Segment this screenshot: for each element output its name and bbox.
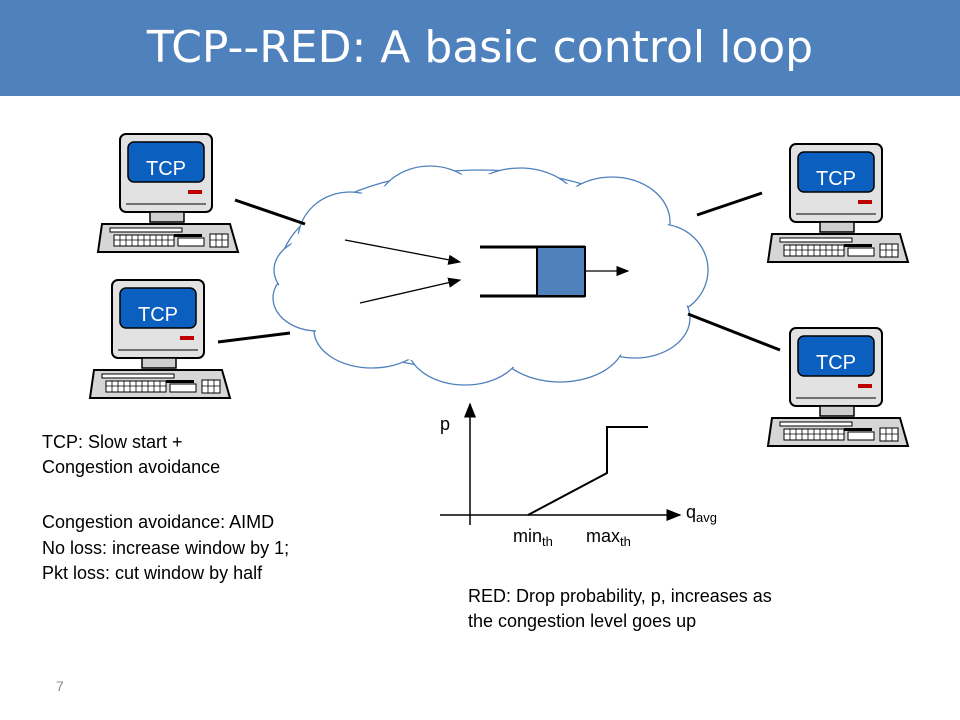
host-label: TCP xyxy=(146,158,186,180)
host-links xyxy=(217,191,781,352)
page-number: 7 xyxy=(56,678,64,694)
tcp-note-line: No loss: increase window by 1; xyxy=(42,538,290,558)
red-graph xyxy=(440,402,682,525)
tcp-note-line: Pkt loss: cut window by half xyxy=(42,563,263,583)
title-bar: TCP--RED: A basic control loop xyxy=(0,0,960,96)
host-label: TCP xyxy=(816,168,856,190)
router-queue xyxy=(480,245,630,298)
computer-icon xyxy=(89,279,231,399)
red-note-line: RED: Drop probability, p, increases as xyxy=(468,586,772,606)
red-note-line: the congestion level goes up xyxy=(468,611,697,631)
tcp-note-line: Congestion avoidance xyxy=(42,457,221,477)
network-cloud xyxy=(272,165,709,386)
incoming-flow-arrows xyxy=(344,239,462,304)
computer-icon xyxy=(767,327,909,447)
host-label: TCP xyxy=(138,304,178,326)
tcp-note-line: Congestion avoidance: AIMD xyxy=(42,512,275,532)
computer-icon xyxy=(97,133,239,253)
max-threshold-label: maxth xyxy=(586,526,631,549)
computer-icon xyxy=(767,143,909,263)
tcp-note-line: TCP: Slow start + xyxy=(42,432,183,452)
host-label: TCP xyxy=(816,352,856,374)
slide-title: TCP--RED: A basic control loop xyxy=(146,22,814,73)
x-axis-label: qavg xyxy=(686,502,717,525)
min-threshold-label: minth xyxy=(513,526,553,549)
drop-probability-curve xyxy=(527,426,648,516)
y-axis-label: p xyxy=(440,414,451,434)
